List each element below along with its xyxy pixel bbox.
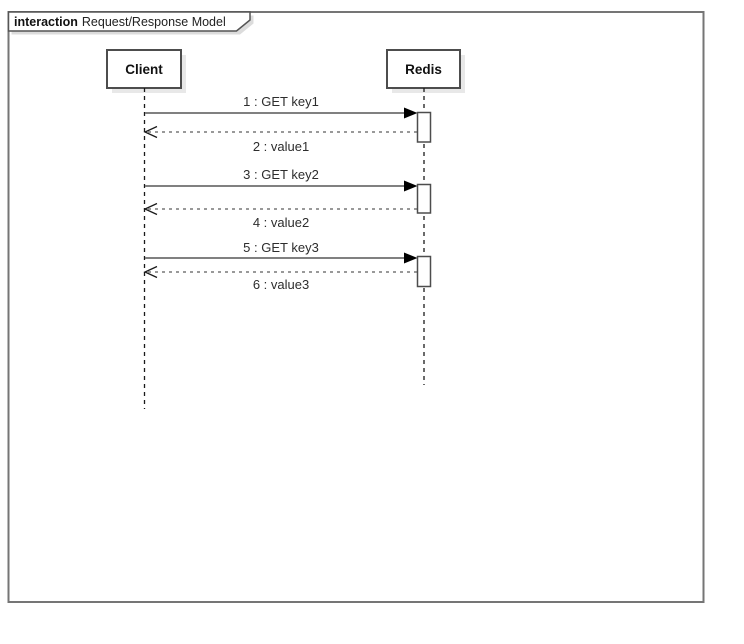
message-label-2: 2 : value1 — [252, 139, 310, 154]
message-arrowhead-1-filled — [404, 107, 418, 119]
message-arrowhead-2-open — [143, 125, 158, 139]
message-arrowhead-6-open — [143, 265, 158, 279]
message-arrowhead-5-filled — [404, 252, 418, 264]
lifeline-header-client: Client — [125, 61, 163, 77]
message-label-6: 6 : value3 — [252, 277, 310, 292]
activation-bar-3 — [416, 255, 432, 288]
message-arrowhead-3-filled — [404, 180, 418, 192]
activation-bar-2 — [416, 183, 432, 214]
message-label-1: 1 : GET key1 — [243, 94, 319, 109]
message-label-4: 4 : value2 — [252, 215, 310, 230]
message-label-3: 3 : GET key2 — [243, 167, 319, 182]
message-arrowhead-4-open — [143, 202, 158, 216]
interaction-frame-border — [7, 11, 705, 603]
frame-label-pentagon — [7, 11, 251, 32]
activation-bar-1 — [416, 111, 432, 143]
frame-operator-keyword: interaction — [14, 15, 78, 29]
lifeline-header-redis: Redis — [405, 61, 442, 77]
frame-title: Request/Response Model — [81, 15, 226, 29]
client-header-box — [106, 49, 182, 89]
message-label-5: 5 : GET key3 — [243, 240, 319, 255]
